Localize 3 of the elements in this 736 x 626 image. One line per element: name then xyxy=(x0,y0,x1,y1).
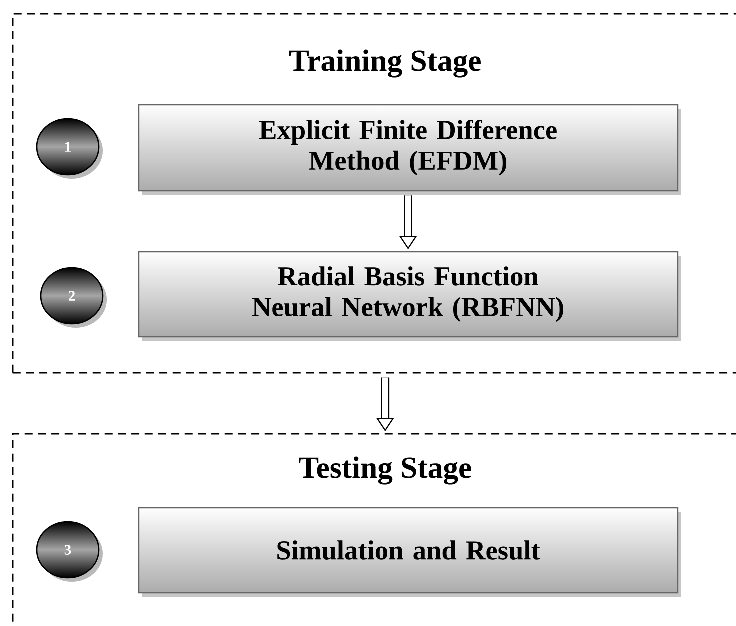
process-box: Radial Basis Function Neural Network (RBFNN) xyxy=(138,251,681,341)
process-box: Simulation and Result xyxy=(138,507,681,597)
process-box: Explicit Finite Difference Method (EFDM) xyxy=(138,104,681,195)
